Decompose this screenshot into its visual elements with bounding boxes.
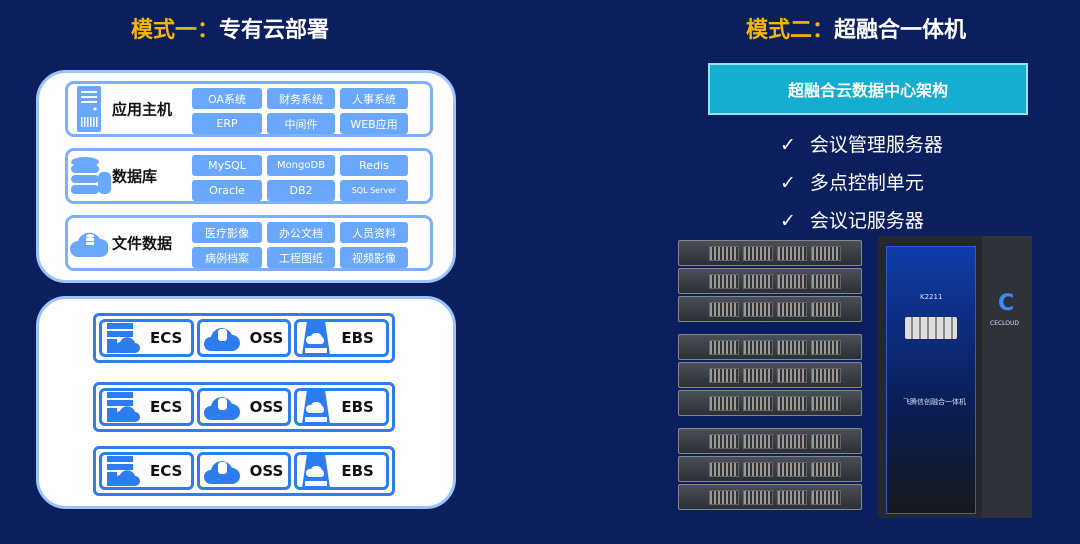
chip: 病例档案 [192,247,262,268]
ebs-box: EBS [294,452,390,490]
ebs-icon [302,454,331,488]
row-label: 应用主机 [112,100,173,119]
title-text: 专有云部署 [219,18,330,43]
chip: 财务系统 [267,88,335,109]
chip: 人事系统 [340,88,408,109]
oss-icon [203,328,240,351]
rack-side [982,236,1032,518]
oss-box: OSS [196,452,292,490]
rack-server [678,484,862,510]
check-icon: ✓ [780,134,796,156]
ecs-box: ECS [99,452,194,490]
rack-server [678,268,862,294]
oss-label: OSS [249,462,284,480]
file-data-row: 文件数据 医疗影像办公文档人员资料病例档案工程图纸视频影像 [65,215,433,271]
service-group: ECS OSS EBS [93,446,395,496]
service-group: ECS OSS EBS [93,313,395,363]
chip: 办公文档 [267,222,335,243]
ecs-box: ECS [99,319,194,357]
ebs-label: EBS [341,398,374,416]
rack-server [678,428,862,454]
check-item: ✓ 会议记服务器 [780,206,924,233]
chip: Oracle [192,180,262,201]
chip: MySQL [192,155,262,176]
ecs-label: ECS [150,398,183,416]
oss-box: OSS [196,319,292,357]
service-group: ECS OSS EBS [93,382,395,432]
database-icon [71,157,111,194]
chip: OA系统 [192,88,262,109]
ecs-label: ECS [150,329,183,347]
cloud-storage-icon [70,232,108,257]
check-icon: ✓ [780,172,796,194]
chip: Redis [340,155,408,176]
rack-server [678,390,862,416]
chip: 人员资料 [340,222,408,243]
oss-box: OSS [196,388,292,426]
rack-server [678,240,862,266]
chip: SQL Server [340,180,408,201]
check-text: 会议记服务器 [809,210,924,232]
chip: DB2 [267,180,335,201]
title-highlight: 模式一： [131,18,220,43]
ecs-icon [107,323,140,353]
rack-door: K2211 飞腾信创融合一体机 [886,246,976,514]
hyperconverged-rack: K2211 飞腾信创融合一体机 C CECLOUD [878,236,1032,518]
rack-model: K2211 [920,293,943,301]
chip: MongoDB [267,155,335,176]
rack-server [678,456,862,482]
check-text: 会议管理服务器 [809,134,943,156]
title-highlight: 模式二： [746,18,835,43]
mode-two-title: 模式二：超融合一体机 [746,12,966,44]
row-label: 数据库 [112,167,158,186]
ebs-label: EBS [341,329,374,347]
chip: 医疗影像 [192,222,262,243]
check-item: ✓ 多点控制单元 [780,168,924,195]
ebs-icon [302,390,331,424]
chip: 中间件 [267,113,335,134]
rack-server [678,362,862,388]
chip: 工程图纸 [267,247,335,268]
check-item: ✓ 会议管理服务器 [780,130,943,157]
ebs-icon [302,321,331,355]
ebs-label: EBS [341,462,374,480]
brand-logo-icon: C [998,291,1015,316]
rack-server [678,334,862,360]
ecs-box: ECS [99,388,194,426]
ecs-icon [107,392,140,422]
ecs-icon [107,456,140,486]
architecture-banner: 超融合云数据中心架构 [708,63,1028,115]
ecs-label: ECS [150,462,183,480]
check-icon: ✓ [780,210,796,232]
oss-icon [203,461,240,484]
chip: 视频影像 [340,247,408,268]
title-text: 超融合一体机 [834,18,967,43]
ebs-box: EBS [294,319,390,357]
rack-server [678,296,862,322]
chip: WEB应用 [340,113,408,134]
mode-one-title: 模式一：专有云部署 [131,12,329,44]
ebs-box: EBS [294,388,390,426]
chip: ERP [192,113,262,134]
oss-label: OSS [249,398,284,416]
oss-label: OSS [249,329,284,347]
brand-text: CECLOUD [990,320,1020,327]
oss-icon [203,397,240,420]
check-text: 多点控制单元 [809,172,924,194]
server-icon [77,86,101,132]
storage-image [905,317,957,339]
rack-caption: 飞腾信创融合一体机 [903,398,966,406]
row-label: 文件数据 [112,234,173,253]
